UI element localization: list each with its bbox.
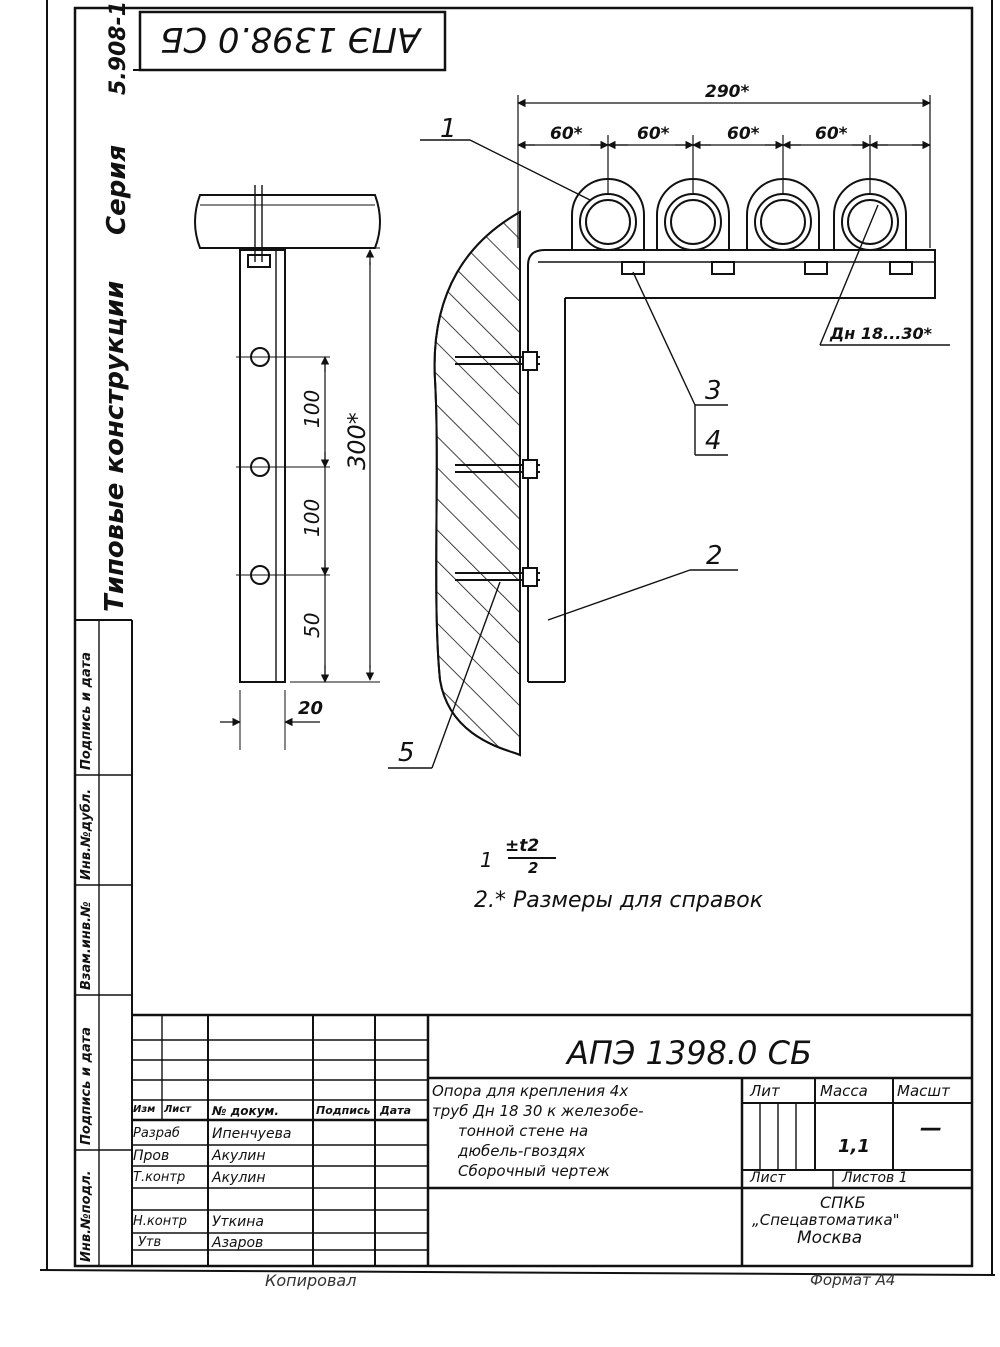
title-block bbox=[132, 1013, 972, 1266]
hdr-izm: Изм bbox=[133, 1104, 156, 1115]
dim-60-3: 60* bbox=[727, 124, 760, 144]
col-vzam-inv: Взам.инв.№ bbox=[79, 901, 94, 990]
org-line-1: СПКБ bbox=[820, 1193, 866, 1212]
hdr-list: Лист bbox=[164, 1104, 192, 1115]
name-prov: Акулин bbox=[212, 1148, 266, 1164]
sheet-label: Лист bbox=[750, 1170, 786, 1186]
dim-100-a: 100 bbox=[300, 389, 324, 428]
role-razrab: Разраб bbox=[133, 1126, 180, 1141]
name-razrab: Ипенчуева bbox=[212, 1126, 292, 1142]
org-line-2: „Спецавтоматика" bbox=[752, 1211, 900, 1229]
footer-format: Формат А4 bbox=[810, 1271, 896, 1289]
series-label: Серия bbox=[102, 144, 132, 235]
dim-290: 290* bbox=[705, 82, 750, 102]
dim-dn: Дн 18...30* bbox=[830, 324, 933, 343]
name-nkontr: Уткина bbox=[212, 1214, 264, 1230]
lit-label: Лит bbox=[750, 1082, 780, 1100]
top-stamp-box bbox=[133, 10, 447, 72]
series-title: Типовые конструкции bbox=[100, 280, 130, 612]
pos-1: 1 bbox=[440, 114, 457, 144]
role-nkontr: Н.контр bbox=[133, 1214, 188, 1229]
org-line-3: Москва bbox=[797, 1228, 863, 1248]
note1-num: ±t2 bbox=[505, 836, 540, 856]
hdr-ndokum: № докум. bbox=[212, 1104, 279, 1118]
dim-20: 20 bbox=[298, 698, 324, 719]
role-utv: Утв bbox=[138, 1235, 162, 1250]
sheet-frame bbox=[39, 0, 996, 1276]
series-value: 5.908-1 bbox=[106, 0, 131, 95]
hdr-data: Дата bbox=[380, 1104, 412, 1117]
doc-code: АПЭ 1398.0 СБ bbox=[567, 1034, 812, 1072]
hdr-podpis: Подпись bbox=[316, 1104, 371, 1117]
pos-3: 3 bbox=[705, 376, 722, 406]
name-utv: Азаров bbox=[212, 1235, 264, 1251]
desc-line-5: Сборочный чертеж bbox=[458, 1162, 610, 1180]
pos-5: 5 bbox=[398, 738, 415, 768]
side-view bbox=[194, 185, 381, 750]
mass-label: Масса bbox=[820, 1082, 868, 1100]
dim-100-b: 100 bbox=[300, 498, 324, 537]
col-podpis-data-1: Подпись и дата bbox=[79, 651, 94, 770]
note2: 2.* Размеры для справок bbox=[474, 888, 764, 913]
sheets-label: Листов 1 bbox=[842, 1170, 908, 1186]
note1-prefix: 1 bbox=[480, 848, 493, 872]
dim-50: 50 bbox=[300, 612, 324, 638]
desc-line-3: тонной стене на bbox=[458, 1122, 589, 1140]
dim-60-4: 60* bbox=[815, 124, 848, 144]
dim-300: 300* bbox=[343, 412, 371, 470]
note1-den: 2 bbox=[528, 859, 539, 877]
front-view bbox=[388, 95, 950, 769]
footer-copied: Копировал bbox=[265, 1271, 357, 1290]
dim-60-1: 60* bbox=[550, 124, 583, 144]
dim-60-2: 60* bbox=[637, 124, 670, 144]
stamp-code: АПЭ 1398.0 СБ bbox=[160, 19, 421, 59]
scale-value: — bbox=[920, 1116, 942, 1141]
scale-label: Масшт bbox=[897, 1082, 950, 1100]
col-inv-podl: Инв.№подл. bbox=[79, 1170, 94, 1262]
mass-value: 1,1 bbox=[838, 1136, 870, 1157]
name-tkontr: Акулин bbox=[212, 1170, 266, 1186]
pos-2: 2 bbox=[706, 541, 723, 571]
desc-line-4: дюбель-гвоздях bbox=[458, 1142, 586, 1160]
role-tkontr: Т.контр bbox=[133, 1170, 186, 1185]
pos-4: 4 bbox=[705, 426, 722, 456]
desc-line-2: труб Дн 18 30 к железобе- bbox=[432, 1102, 644, 1120]
role-prov: Пров bbox=[133, 1148, 170, 1164]
col-inv-dubl: Инв.№дубл. bbox=[79, 788, 94, 880]
col-podpis-data-2: Подпись и дата bbox=[79, 1026, 94, 1145]
desc-line-1: Опора для крепления 4х bbox=[432, 1082, 629, 1100]
